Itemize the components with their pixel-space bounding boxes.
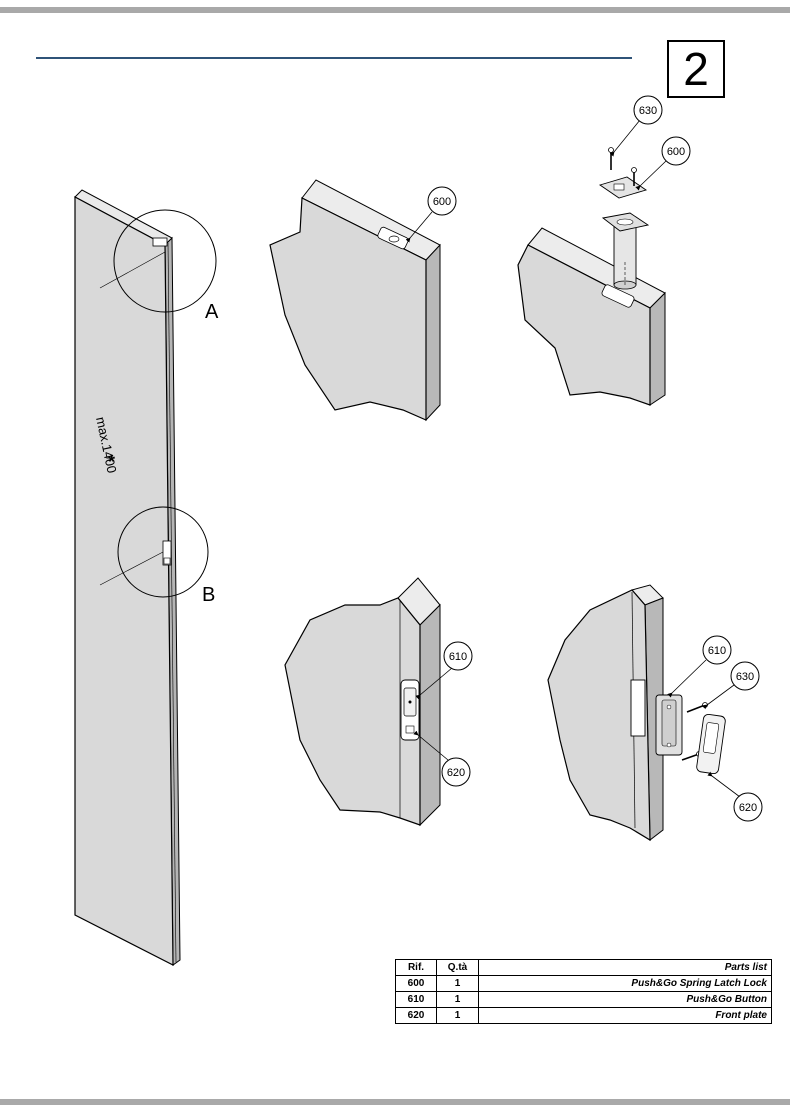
dimension-line-top bbox=[99, 251, 166, 289]
detail-label-a: A bbox=[205, 301, 219, 323]
parts-ref: 620 bbox=[395, 1007, 437, 1024]
callout-top-mid: 600 bbox=[433, 196, 451, 208]
table-row: 610 1 Push&Go Button bbox=[395, 991, 772, 1008]
table-row: 620 1 Front plate bbox=[395, 1007, 772, 1024]
dimension-line-bottom bbox=[99, 551, 164, 586]
detail-circle-a bbox=[113, 209, 217, 313]
parts-header-desc: Parts list bbox=[478, 959, 772, 976]
door-edge-detail-installed bbox=[284, 577, 441, 827]
parts-header-qty: Q.tà bbox=[436, 959, 479, 976]
callout-mid-left-plate: 620 bbox=[447, 767, 465, 779]
bottom-border-band bbox=[0, 1099, 790, 1105]
door-top-detail-exploded bbox=[517, 147, 666, 406]
parts-list-table: Rif. Q.tà Parts list 600 1 Push&Go Sprin… bbox=[395, 959, 772, 1024]
callout-top-right-screw: 630 bbox=[639, 105, 657, 117]
door-top-detail-installed bbox=[269, 179, 441, 422]
callout-mid-right-plate: 620 bbox=[739, 802, 757, 814]
table-row: 600 1 Push&Go Spring Latch Lock bbox=[395, 975, 772, 992]
detail-circle-b bbox=[117, 506, 209, 598]
dimension-mark: * bbox=[108, 452, 115, 472]
parts-desc: Push&Go Spring Latch Lock bbox=[478, 975, 772, 992]
step-number-box: 2 bbox=[667, 40, 725, 98]
full-door: max.1400 * bbox=[74, 189, 181, 966]
detail-label-b: B bbox=[202, 584, 215, 606]
door-edge-detail-exploded bbox=[547, 584, 726, 842]
parts-desc: Push&Go Button bbox=[478, 991, 772, 1008]
callout-mid-right-screw: 630 bbox=[736, 671, 754, 683]
parts-qty: 1 bbox=[436, 991, 479, 1008]
parts-list-header-row: Rif. Q.tà Parts list bbox=[395, 959, 772, 976]
parts-ref: 610 bbox=[395, 991, 437, 1008]
parts-qty: 1 bbox=[436, 975, 479, 992]
callout-mid-right-button: 610 bbox=[708, 645, 726, 657]
top-border-band bbox=[0, 7, 790, 13]
header-rule bbox=[36, 57, 632, 59]
parts-qty: 1 bbox=[436, 1007, 479, 1024]
parts-ref: 600 bbox=[395, 975, 437, 992]
parts-desc: Front plate bbox=[478, 1007, 772, 1024]
callout-mid-left-button: 610 bbox=[449, 651, 467, 663]
parts-header-ref: Rif. bbox=[395, 959, 437, 976]
callout-top-right-plate: 600 bbox=[667, 146, 685, 158]
